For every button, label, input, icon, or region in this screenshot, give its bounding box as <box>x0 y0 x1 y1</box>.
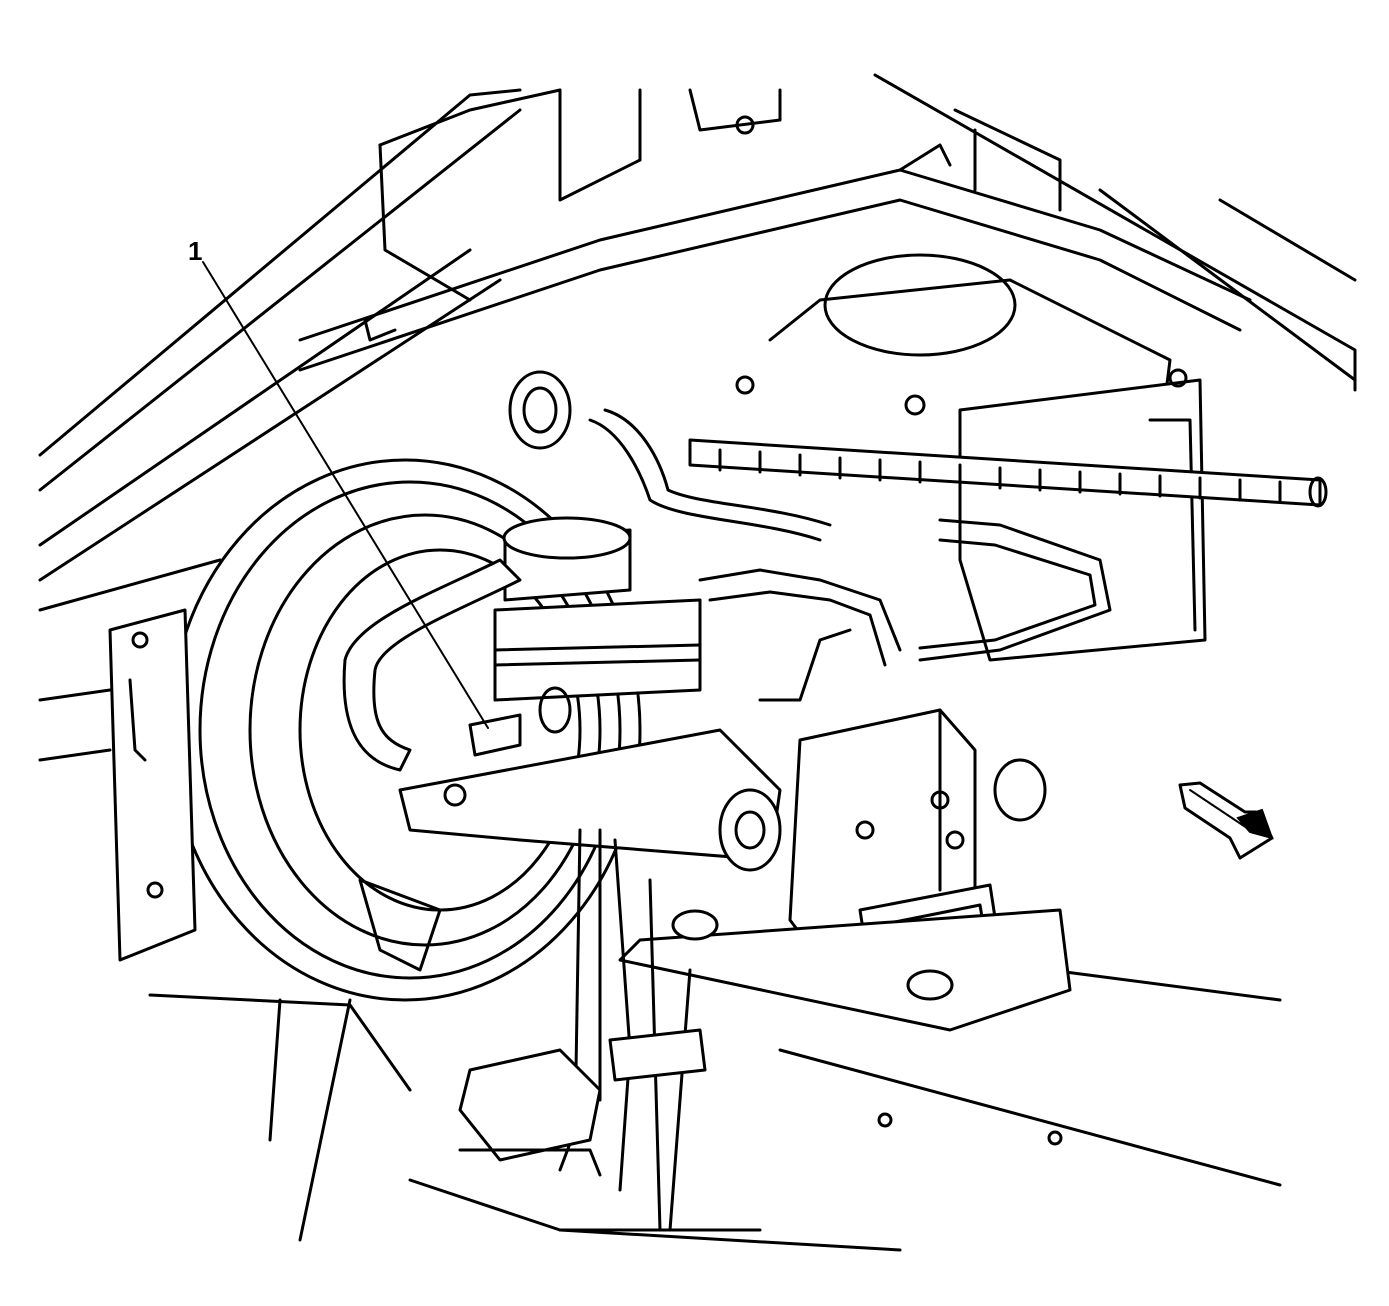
callout-number-1: 1 <box>188 236 202 266</box>
master-cylinder <box>398 516 782 872</box>
direction-arrow-icon <box>1178 781 1274 860</box>
brake-lines <box>458 828 707 1232</box>
vehicle-body-structure <box>38 73 1357 1252</box>
callout-1: 1 <box>188 236 489 729</box>
upper-components <box>508 253 1207 662</box>
cowl-panel <box>298 143 1252 372</box>
wiring-harness <box>342 408 1328 772</box>
